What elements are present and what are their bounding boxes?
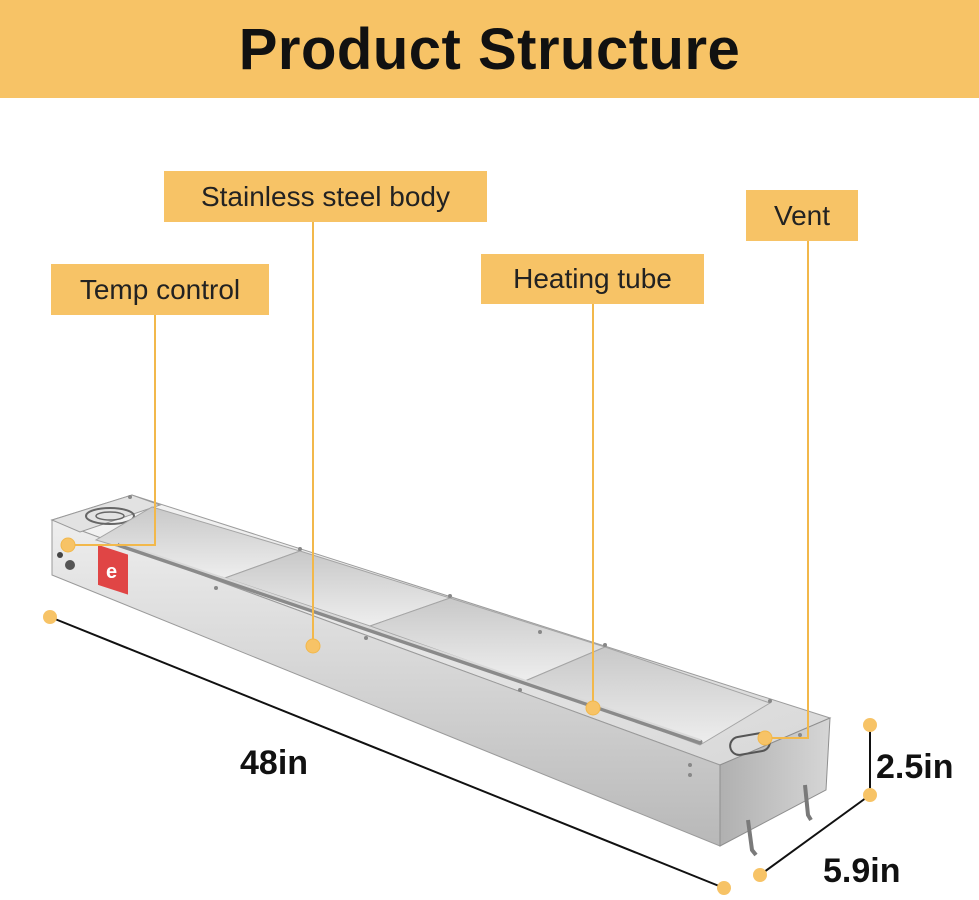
- warmer-leg-right: [803, 784, 813, 822]
- vent-leader: [765, 241, 809, 739]
- warmer-cell-4: [523, 646, 772, 746]
- heating-tube-callout: Heating tube: [481, 254, 704, 304]
- warmer-end-face: [719, 717, 831, 847]
- temp-control-callout: Temp control: [51, 264, 269, 315]
- length-dimension-label: 48in: [240, 744, 309, 782]
- temperature-knob-icon: [85, 507, 135, 525]
- vent-callout: Vent: [746, 190, 858, 241]
- page-title: Product Structure: [238, 16, 741, 82]
- temp-control-leader: [68, 315, 156, 546]
- length-dimension-line: [49, 616, 725, 889]
- header-banner: Product Structure: [0, 0, 979, 98]
- height-dimension-label: 2.5in: [876, 748, 954, 786]
- svg-text:e: e: [106, 561, 117, 583]
- width-dimension-line: [759, 794, 871, 876]
- brand-logo-icon: [98, 544, 128, 595]
- control-box-top: [50, 494, 162, 533]
- width-dimension-label: 5.9in: [823, 852, 901, 890]
- stainless-steel-body-callout: Stainless steel body: [164, 171, 487, 222]
- warmer-leg-left: [746, 819, 758, 857]
- heating-tube-rod: [117, 542, 703, 745]
